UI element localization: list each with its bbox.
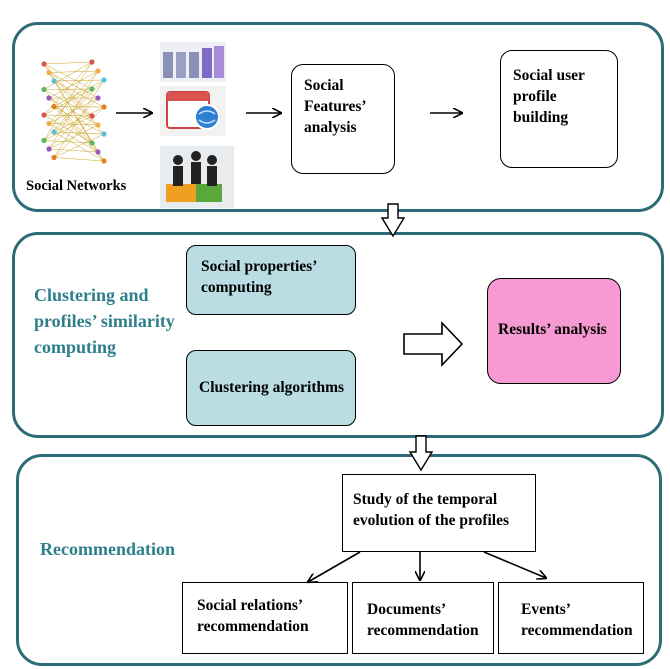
social-user-profile-building-box: Social user profile building: [500, 50, 618, 168]
documents-recommendation-box: Documents’ recommendation: [352, 582, 494, 654]
social-relations-recommendation-box: Social relations’ recommendation: [182, 582, 348, 654]
social-features-analysis-box: Social Features’ analysis: [291, 64, 395, 174]
events-recommendation-box: Events’ recommendation: [498, 582, 644, 654]
recommendation-stage-title: Recommendation: [40, 539, 175, 559]
temporal-evolution-study-box: Study of the temporal evolution of the p…: [342, 474, 536, 552]
social-networks-label: Social Networks: [26, 178, 127, 194]
clustering-algorithms-box: Clustering algorithms: [186, 350, 356, 426]
results-analysis-box: Results’ analysis: [487, 278, 621, 384]
clustering-stage-title: Clustering and profiles’ similarity comp…: [34, 285, 175, 357]
social-properties-computing-box: Social properties’ computing: [186, 245, 356, 315]
